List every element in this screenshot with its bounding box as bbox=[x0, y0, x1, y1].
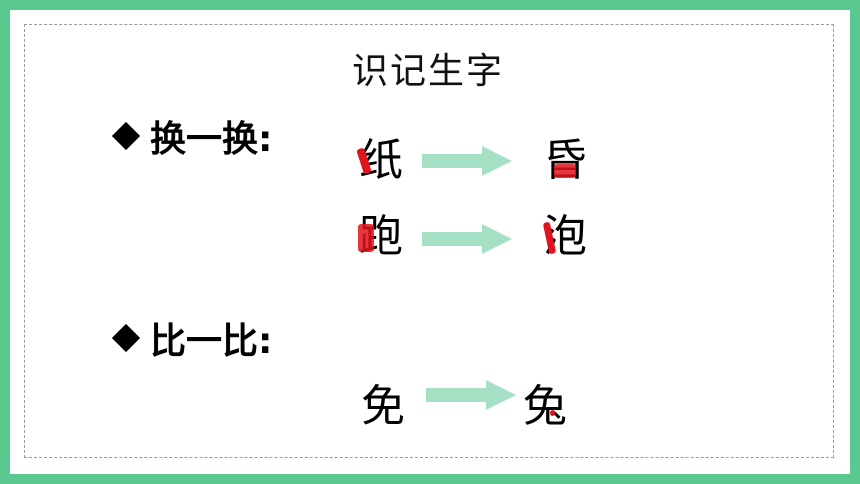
arrow-icon bbox=[426, 380, 516, 410]
arrow-icon bbox=[422, 146, 512, 176]
section-compare-label: 比一比: bbox=[150, 321, 273, 362]
char-from-3: 免 bbox=[361, 381, 405, 432]
section-swap-heading: 换一换: bbox=[111, 110, 273, 162]
section-swap-label: 换一换: bbox=[150, 119, 273, 160]
diamond-bullet-icon bbox=[111, 121, 141, 151]
char-to-2: 泡 bbox=[542, 211, 587, 262]
char-to-1: 昏 bbox=[543, 135, 587, 186]
arrow-icon bbox=[422, 224, 512, 254]
page-title: 识记生字 bbox=[352, 51, 505, 92]
char-from-2: 跑 bbox=[358, 211, 403, 262]
diamond-bullet-icon bbox=[111, 323, 141, 353]
char-to-3: 兔 bbox=[523, 381, 567, 432]
dashed-frame bbox=[24, 24, 834, 458]
section-compare-heading: 比一比: bbox=[111, 312, 273, 364]
char-from-1: 纸 bbox=[356, 136, 406, 186]
